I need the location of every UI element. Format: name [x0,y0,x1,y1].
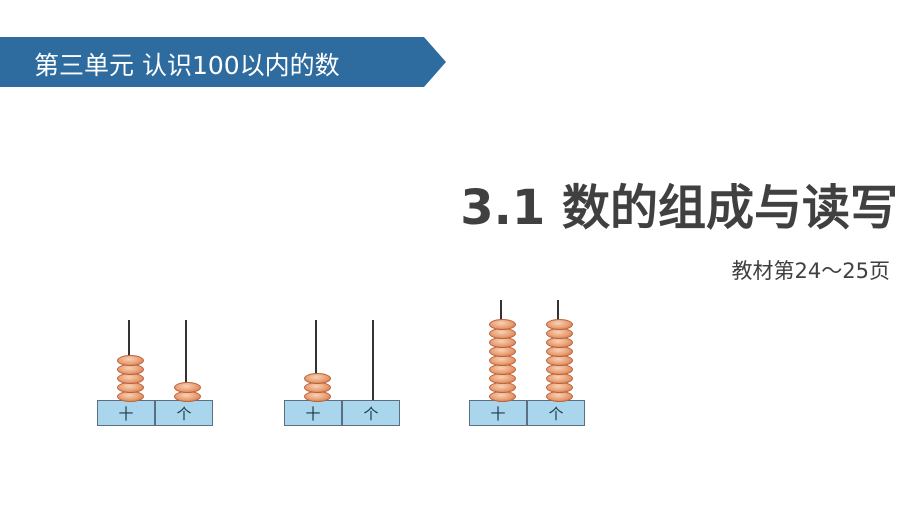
tens-bead [488,319,516,330]
lesson-title: 3.1 数的组成与读写 [460,180,898,236]
ones-rod [185,320,187,400]
tens-rod [315,320,317,400]
banner-arrow-shape [0,37,446,87]
tens-bead [303,373,331,384]
ones-label: 个 [155,400,213,426]
tens-label: 十 [469,400,527,426]
ones-bead [173,382,201,393]
abacus-3: 十个 [469,295,589,430]
ones-bead [545,319,573,330]
tens-label: 十 [284,400,342,426]
abacus-1: 十个 [97,295,217,430]
tens-label: 十 [97,400,155,426]
textbook-pages: 教材第24～25页 [731,259,890,283]
ones-label: 个 [527,400,585,426]
tens-bead [116,355,144,366]
ones-label: 个 [342,400,400,426]
abacus-2: 十个 [284,295,404,430]
unit-title: 第三单元 认识100以内的数 [34,51,340,80]
unit-banner: 第三单元 认识100以内的数 [0,37,446,87]
ones-rod [372,320,374,400]
